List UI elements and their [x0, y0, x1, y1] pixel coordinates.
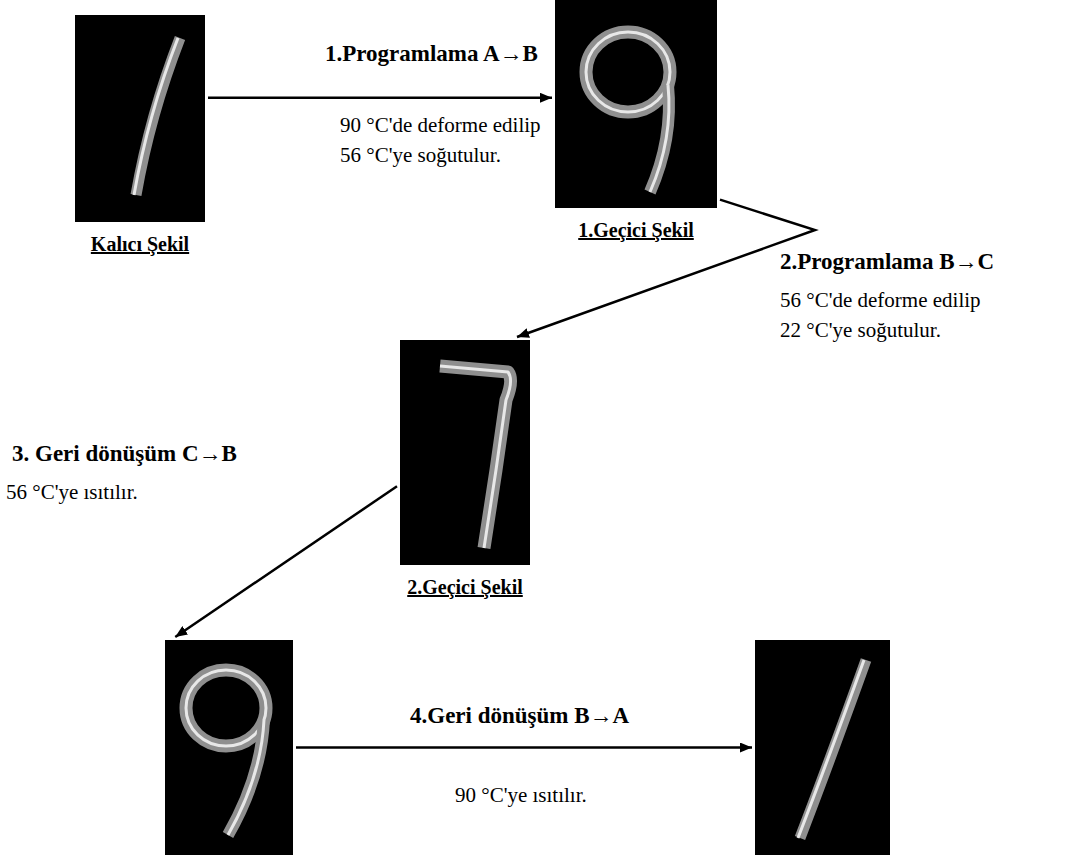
- condition-note: 90 °C'de deforme edilip 56 °C'ye soğutul…: [340, 110, 542, 170]
- condition-note: 56 °C'ye ısıtılır.: [6, 477, 138, 507]
- strip-highlight: [586, 32, 670, 112]
- process-arrow: [296, 746, 752, 749]
- step-heading: 2.Programlama B→C: [780, 248, 994, 276]
- strip-highlight: [798, 660, 864, 838]
- polymer-strip: [440, 366, 511, 548]
- process-arrow: [175, 486, 397, 637]
- photo-panel: [755, 640, 890, 855]
- polymer-strip: [650, 85, 669, 192]
- strip-highlight: [134, 38, 178, 195]
- step-heading: 1.Programlama A→B: [325, 40, 538, 68]
- step-heading: 4.Geri dönüşüm B→A: [410, 702, 629, 730]
- photo-panel: [400, 340, 530, 565]
- strip-highlight: [440, 366, 511, 548]
- photo-panel: [555, 0, 717, 208]
- image-panel: [755, 640, 890, 855]
- condition-note: 90 °C'ye ısıtılır.: [455, 780, 587, 810]
- polymer-strip: [586, 32, 670, 112]
- polymer-strip: [186, 670, 266, 746]
- shape-caption: Kalıcı Şekil: [91, 232, 189, 256]
- polymer-strip: [228, 720, 264, 835]
- photo-panel: [75, 15, 205, 222]
- strip-highlight: [650, 85, 669, 192]
- image-panel: 1.Geçici Şekil: [555, 0, 717, 208]
- process-arrow: [208, 97, 552, 100]
- strip-highlight: [228, 720, 264, 835]
- step-heading: 3. Geri dönüşüm C→B: [12, 440, 237, 468]
- image-panel: Kalıcı Şekil: [75, 15, 205, 222]
- image-panel: [165, 640, 293, 855]
- condition-note: 56 °C'de deforme edilip 22 °C'ye soğutul…: [780, 285, 982, 345]
- photo-panel: [165, 640, 293, 855]
- image-panel: 2.Geçici Şekil: [400, 340, 530, 565]
- shape-caption: 2.Geçici Şekil: [407, 575, 523, 599]
- polymer-strip: [136, 38, 180, 195]
- process-arrow: [517, 200, 815, 337]
- shape-caption: 1.Geçici Şekil: [578, 218, 694, 242]
- strip-highlight: [186, 670, 266, 746]
